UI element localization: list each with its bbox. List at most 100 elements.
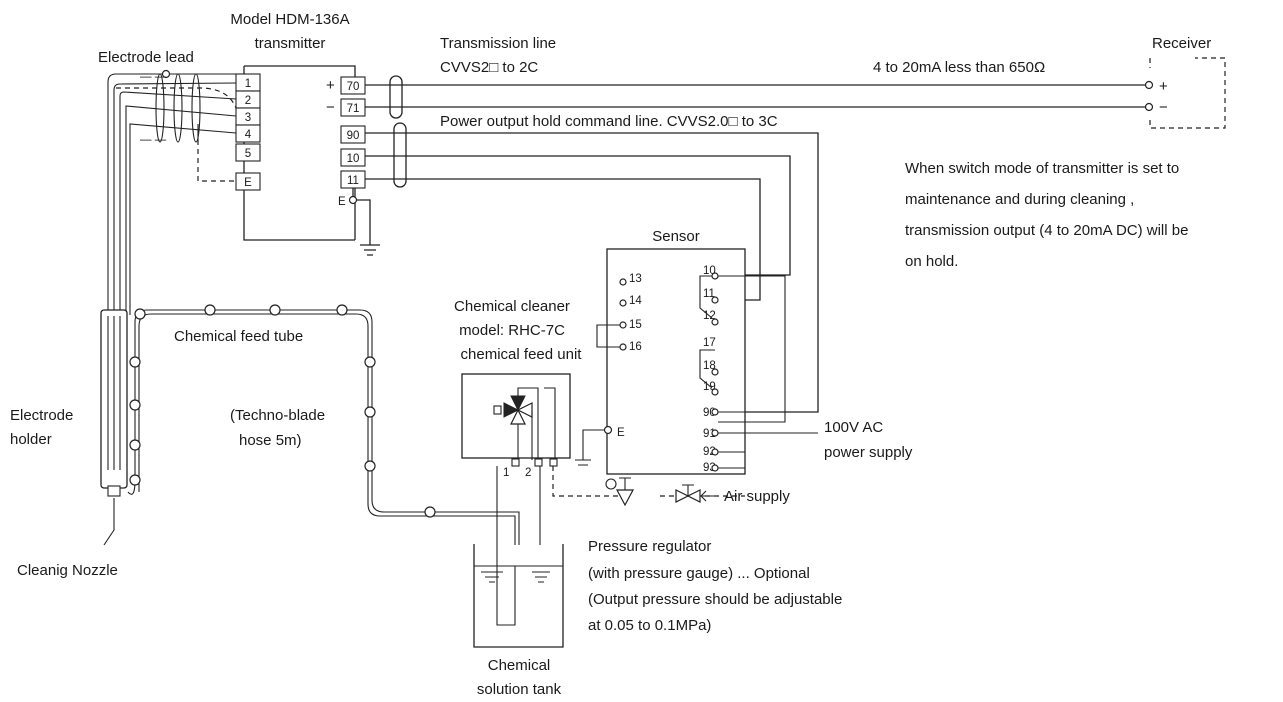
valve-icon [493, 395, 533, 425]
ground-icon [575, 459, 591, 466]
electrode-holder [100, 309, 128, 546]
cleaning-nozzle [107, 485, 121, 497]
terminal-4 [235, 124, 261, 143]
note-line4: on hold. [905, 253, 958, 270]
receiver-terminal-plus [1144, 80, 1154, 90]
plus-sign: + [326, 77, 335, 94]
power-supply-line1: 100V AC [824, 419, 883, 436]
ground-terminal [348, 195, 358, 205]
cleaner-line1: Chemical cleaner [454, 298, 570, 315]
terminal-label: 1 [245, 78, 251, 90]
liquid-level-icon [481, 571, 503, 583]
terminal-label: 2 [245, 95, 251, 107]
regulator-icon [616, 489, 634, 507]
hold-line-label: Power output hold command line. CVVS2.0□… [440, 113, 778, 130]
pressure-regulator-line1: Pressure regulator [588, 538, 711, 555]
note-line1: When switch mode of transmitter is set t… [905, 160, 1179, 177]
sensor-terminal-label: 14 [629, 295, 642, 307]
chemical-cleaner: Chemical cleaner model: RHC-7C chemical … [454, 298, 582, 479]
terminal-label: 4 [245, 129, 252, 141]
receiver-label: Receiver [1152, 35, 1211, 52]
terminal-5 [235, 143, 261, 162]
signal-spec: 4 to 20mA less than 650Ω [873, 59, 1045, 76]
cleaner-line2: model: RHC-7C [459, 322, 565, 339]
hose-label-line2: hose 5m) [239, 432, 302, 449]
transmitter-title-line1: Model HDM-136A [230, 11, 349, 28]
electrode-lead-label: Electrode lead [98, 49, 194, 66]
relay-switch-1 [699, 275, 713, 319]
ground-icon [360, 244, 380, 256]
terminal-e [235, 172, 261, 191]
power-supply-line2: power supply [824, 444, 913, 461]
transmitter-title-line2: transmitter [255, 35, 326, 52]
chemical-solution-tank [473, 466, 564, 648]
transmission-line-label-1: Transmission line [440, 35, 556, 52]
terminal-label: 11 [347, 175, 359, 187]
terminal-label: E [244, 177, 252, 189]
terminal-label: 5 [245, 148, 251, 160]
sensor-box [606, 248, 746, 475]
sensor-ground-label: E [617, 427, 625, 439]
receiver-minus: − [1159, 99, 1168, 116]
liquid-level-icon [532, 571, 550, 583]
note-line2: maintenance and during cleaning , [905, 191, 1134, 208]
terminal-label: 90 [347, 130, 360, 142]
transmitter-enclosure [243, 65, 356, 241]
air-supply-label: Air supply [724, 488, 790, 505]
hose-label-line1: (Techno-blade [230, 407, 325, 424]
transmission-line [365, 75, 1145, 119]
terminal-label: 70 [347, 81, 360, 93]
pressure-regulator-line3: (Output pressure should be adjustable [588, 591, 842, 608]
jumper-15-16 [596, 324, 620, 348]
sensor-terminal-label: 16 [629, 341, 642, 353]
air-supply-line [552, 466, 745, 507]
transmitter-right-terminals: 70 71 90 10 11 [340, 76, 366, 189]
sensor-terminal-label: 18 [703, 360, 716, 372]
terminal-90 [340, 125, 366, 144]
transmitter-left-terminals: 1 2 3 4 5 E [235, 73, 261, 191]
chemical-feed-tube-label: Chemical feed tube [174, 328, 303, 345]
note-line3: transmission output (4 to 20mA DC) will … [905, 222, 1188, 239]
sensor-terminal-label: 93 [703, 462, 716, 474]
electrode-holder-line1: Electrode [10, 407, 73, 424]
sensor-terminal-label: 17 [703, 337, 716, 349]
pressure-regulator-line4: at 0.05 to 0.1MPa) [588, 617, 711, 634]
receiver: Receiver + − [1144, 35, 1226, 129]
relay-switch-2 [699, 349, 715, 389]
hold-command-line [365, 122, 819, 413]
svg-text:— —: — — [140, 71, 167, 83]
tank-label-line1: Chemical [488, 657, 551, 674]
arrow-icon [700, 490, 718, 502]
chemical-feed-tube [127, 304, 520, 545]
pressure-gauge-icon [605, 478, 617, 490]
electrode-holder-line2: holder [10, 431, 52, 448]
tank-body [473, 544, 564, 648]
sensor-ground-terminal [603, 425, 613, 435]
cleaner-line3: chemical feed unit [461, 346, 583, 363]
sensor-terminal-label: 92 [703, 446, 716, 458]
shutoff-valve-icon [675, 484, 701, 503]
sensor-terminal-label: 15 [629, 319, 642, 331]
transmission-line-label-2: CVVS2□ to 2C [440, 59, 538, 76]
tank-label-line2: solution tank [477, 681, 562, 698]
pressure-regulator-line2: (with pressure gauge) ... Optional [588, 565, 810, 582]
port-2-label: 2 [525, 467, 531, 479]
terminal-10 [340, 148, 366, 167]
receiver-plus: + [1159, 78, 1168, 95]
sensor: Sensor 13 14 15 16 10 11 12 17 18 19 90 … [575, 228, 818, 475]
terminal-label: 3 [245, 112, 251, 124]
minus-sign: − [326, 99, 335, 116]
sensor-terminal-label: 11 [703, 288, 715, 300]
sensor-title: Sensor [652, 228, 700, 245]
transmitter-ground-label: E [338, 196, 346, 208]
nozzle-pointer [103, 498, 115, 546]
terminal-label: 10 [347, 153, 360, 165]
terminal-label: 71 [347, 103, 360, 115]
port-1-label: 1 [503, 467, 509, 479]
receiver-terminal-minus [1144, 102, 1154, 112]
svg-text:— —: — — [140, 134, 167, 146]
transmitter: Model HDM-136A transmitter 1 2 3 4 5 E [230, 11, 380, 256]
sensor-terminal-label: 13 [629, 273, 642, 285]
electrode-cable: — — — — [107, 69, 237, 315]
